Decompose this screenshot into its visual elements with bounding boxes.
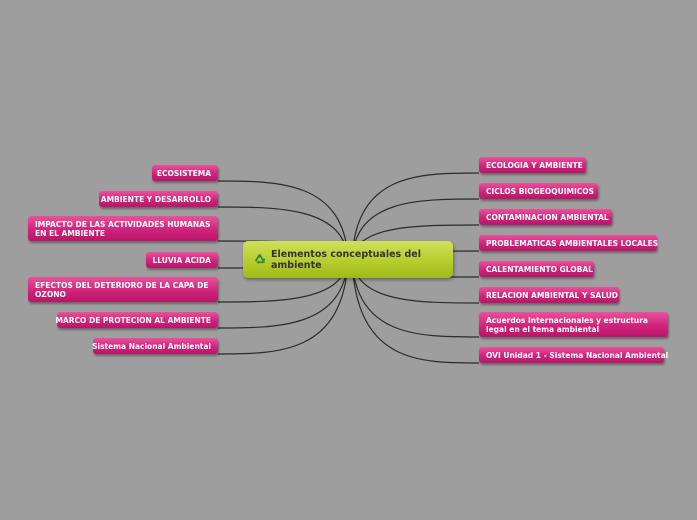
- connector-line-13: [351, 258, 480, 338]
- topic-label: PROBLEMATICAS AMBIENTALES LOCALES: [486, 238, 659, 248]
- central-topic[interactable]: Elementos conceptuales del ambiente: [243, 241, 453, 278]
- topic-contaminacion-ambiental[interactable]: CONTAMINACION AMBIENTAL: [479, 209, 612, 225]
- topic-impacto-actividades-humanas[interactable]: IMPACTO DE LAS ACTIVIDADES HUMANAS EN EL…: [28, 216, 218, 241]
- connector-line-14: [351, 258, 480, 364]
- topic-label: Acuerdos Internacionales y estructura le…: [486, 315, 648, 334]
- recycle-icon: [255, 253, 265, 264]
- topic-label: CONTAMINACION AMBIENTAL: [486, 212, 609, 222]
- topic-label: LLUVIA ACIDA: [152, 255, 211, 265]
- topic-label: IMPACTO DE LAS ACTIVIDADES HUMANAS EN EL…: [35, 219, 211, 238]
- topic-label: MARCO DE PROTECION AL AMBIENTE: [55, 315, 211, 325]
- topic-label: EFECTOS DEL DETERIORO DE LA CAPA DE OZON…: [35, 280, 209, 299]
- topic-sistema-nacional-ambiental[interactable]: Sistema Nacional Ambiental: [92, 338, 218, 354]
- topic-marco-proteccion[interactable]: MARCO DE PROTECION AL AMBIENTE: [55, 312, 218, 328]
- topic-label: RELACION AMBIENTAL Y SALUD: [486, 290, 619, 300]
- topic-label: CALENTAMIENTO GLOBAL: [486, 264, 593, 274]
- topic-ciclos-biogeoquimicos[interactable]: CICLOS BIOGEOQUIMICOS: [479, 183, 598, 199]
- connector-line-8: [351, 198, 480, 260]
- topic-label: AMBIENTE Y DESARROLLO: [100, 194, 211, 204]
- topic-lluvia-acida[interactable]: LLUVIA ACIDA: [146, 252, 218, 268]
- topic-label: Sistema Nacional Ambiental: [92, 341, 211, 351]
- topic-deterioro-capa-ozono[interactable]: EFECTOS DEL DETERIORO DE LA CAPA DE OZON…: [28, 277, 218, 302]
- connector-line-6: [217, 258, 349, 355]
- topic-label: ECOLOGIA Y AMBIENTE: [486, 160, 583, 170]
- topic-ecologia-y-ambiente[interactable]: ECOLOGIA Y AMBIENTE: [479, 157, 586, 173]
- topic-ovi-unidad-1[interactable]: OVI Unidad 1 - Sistema Nacional Ambienta…: [479, 347, 668, 363]
- topic-relacion-ambiental-y-salud[interactable]: RELACION AMBIENTAL Y SALUD: [479, 287, 619, 303]
- connector-line-0: [217, 180, 349, 260]
- topic-problematicas-ambientales-locales[interactable]: PROBLEMATICAS AMBIENTALES LOCALES: [479, 235, 659, 251]
- connector-line-5: [217, 258, 349, 329]
- topic-label: OVI Unidad 1 - Sistema Nacional Ambienta…: [486, 350, 669, 360]
- central-topic-title: Elementos conceptuales del ambiente: [271, 248, 421, 271]
- topic-calentamiento-global[interactable]: CALENTAMIENTO GLOBAL: [479, 261, 594, 277]
- topic-label: ECOSISTEMA: [156, 168, 211, 178]
- topic-ambiente-y-desarrollo[interactable]: AMBIENTE Y DESARROLLO: [99, 191, 218, 207]
- topic-label: CICLOS BIOGEOQUIMICOS: [486, 186, 595, 196]
- topic-acuerdos-internacionales[interactable]: Acuerdos Internacionales y estructura le…: [479, 312, 668, 337]
- connector-line-7: [351, 172, 480, 260]
- topic-ecosistema[interactable]: ECOSISTEMA: [152, 165, 218, 181]
